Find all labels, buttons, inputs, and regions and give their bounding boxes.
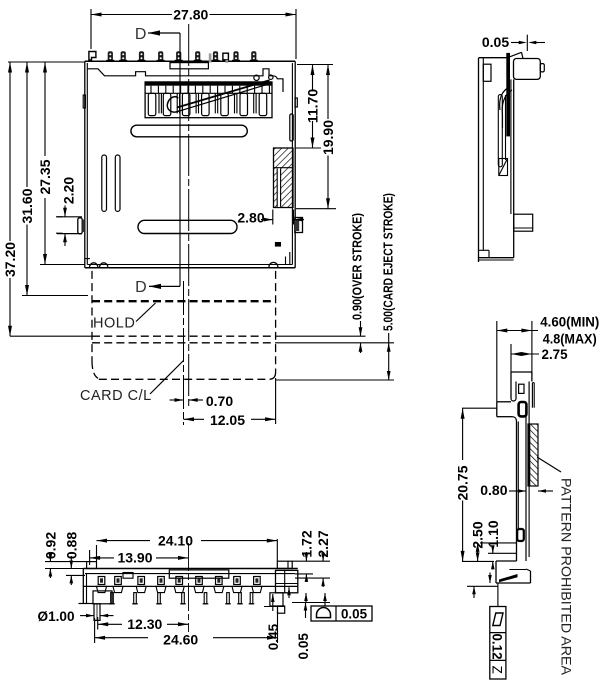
svg-text:5.00(CARD EJECT STROKE): 5.00(CARD EJECT STROKE) bbox=[381, 193, 396, 331]
svg-text:13.90: 13.90 bbox=[117, 550, 152, 566]
svg-text:37.20: 37.20 bbox=[2, 242, 18, 277]
svg-text:0.80: 0.80 bbox=[480, 482, 507, 498]
svg-text:2.20: 2.20 bbox=[61, 177, 77, 204]
svg-text:2.80: 2.80 bbox=[237, 210, 264, 226]
svg-text:D: D bbox=[135, 26, 147, 43]
svg-text:4.60(MIN): 4.60(MIN) bbox=[540, 315, 599, 330]
svg-text:2.75: 2.75 bbox=[542, 347, 569, 362]
svg-text:0.90(OVER STROKE): 0.90(OVER STROKE) bbox=[350, 213, 365, 320]
svg-text:24.60: 24.60 bbox=[163, 632, 198, 648]
svg-text:0.05: 0.05 bbox=[341, 606, 368, 621]
svg-text:11.70: 11.70 bbox=[305, 89, 321, 123]
svg-text:1.72: 1.72 bbox=[298, 530, 314, 557]
svg-text:19.90: 19.90 bbox=[320, 120, 336, 155]
svg-text:Z: Z bbox=[489, 666, 504, 674]
svg-text:PATTERN PROHIBITED AREA: PATTERN PROHIBITED AREA bbox=[557, 478, 573, 676]
svg-text:2.50: 2.50 bbox=[470, 521, 486, 548]
svg-text:0.92: 0.92 bbox=[42, 532, 58, 559]
svg-text:4.8(MAX): 4.8(MAX) bbox=[543, 331, 597, 346]
svg-text:24.10: 24.10 bbox=[158, 532, 193, 548]
svg-text:D: D bbox=[135, 279, 147, 296]
svg-text:27.35: 27.35 bbox=[37, 159, 53, 194]
svg-text:20.75: 20.75 bbox=[455, 465, 471, 500]
svg-text:Ø1.00: Ø1.00 bbox=[38, 609, 75, 624]
svg-text:27.80: 27.80 bbox=[173, 6, 208, 22]
svg-text:0.12: 0.12 bbox=[489, 633, 504, 659]
svg-text:HOLD: HOLD bbox=[93, 316, 135, 332]
svg-text:1.10: 1.10 bbox=[485, 520, 501, 547]
svg-text:0.45: 0.45 bbox=[266, 623, 281, 650]
svg-text:12.05: 12.05 bbox=[210, 412, 245, 428]
svg-text:0.05: 0.05 bbox=[482, 34, 509, 50]
svg-text:0.05: 0.05 bbox=[296, 633, 311, 660]
svg-text:12.30: 12.30 bbox=[127, 616, 162, 632]
svg-text:2.27: 2.27 bbox=[315, 530, 331, 557]
svg-text:31.60: 31.60 bbox=[19, 188, 35, 223]
svg-text:CARD C/L: CARD C/L bbox=[80, 388, 152, 404]
svg-text:0.70: 0.70 bbox=[206, 393, 233, 409]
svg-text:0.88: 0.88 bbox=[63, 532, 79, 559]
